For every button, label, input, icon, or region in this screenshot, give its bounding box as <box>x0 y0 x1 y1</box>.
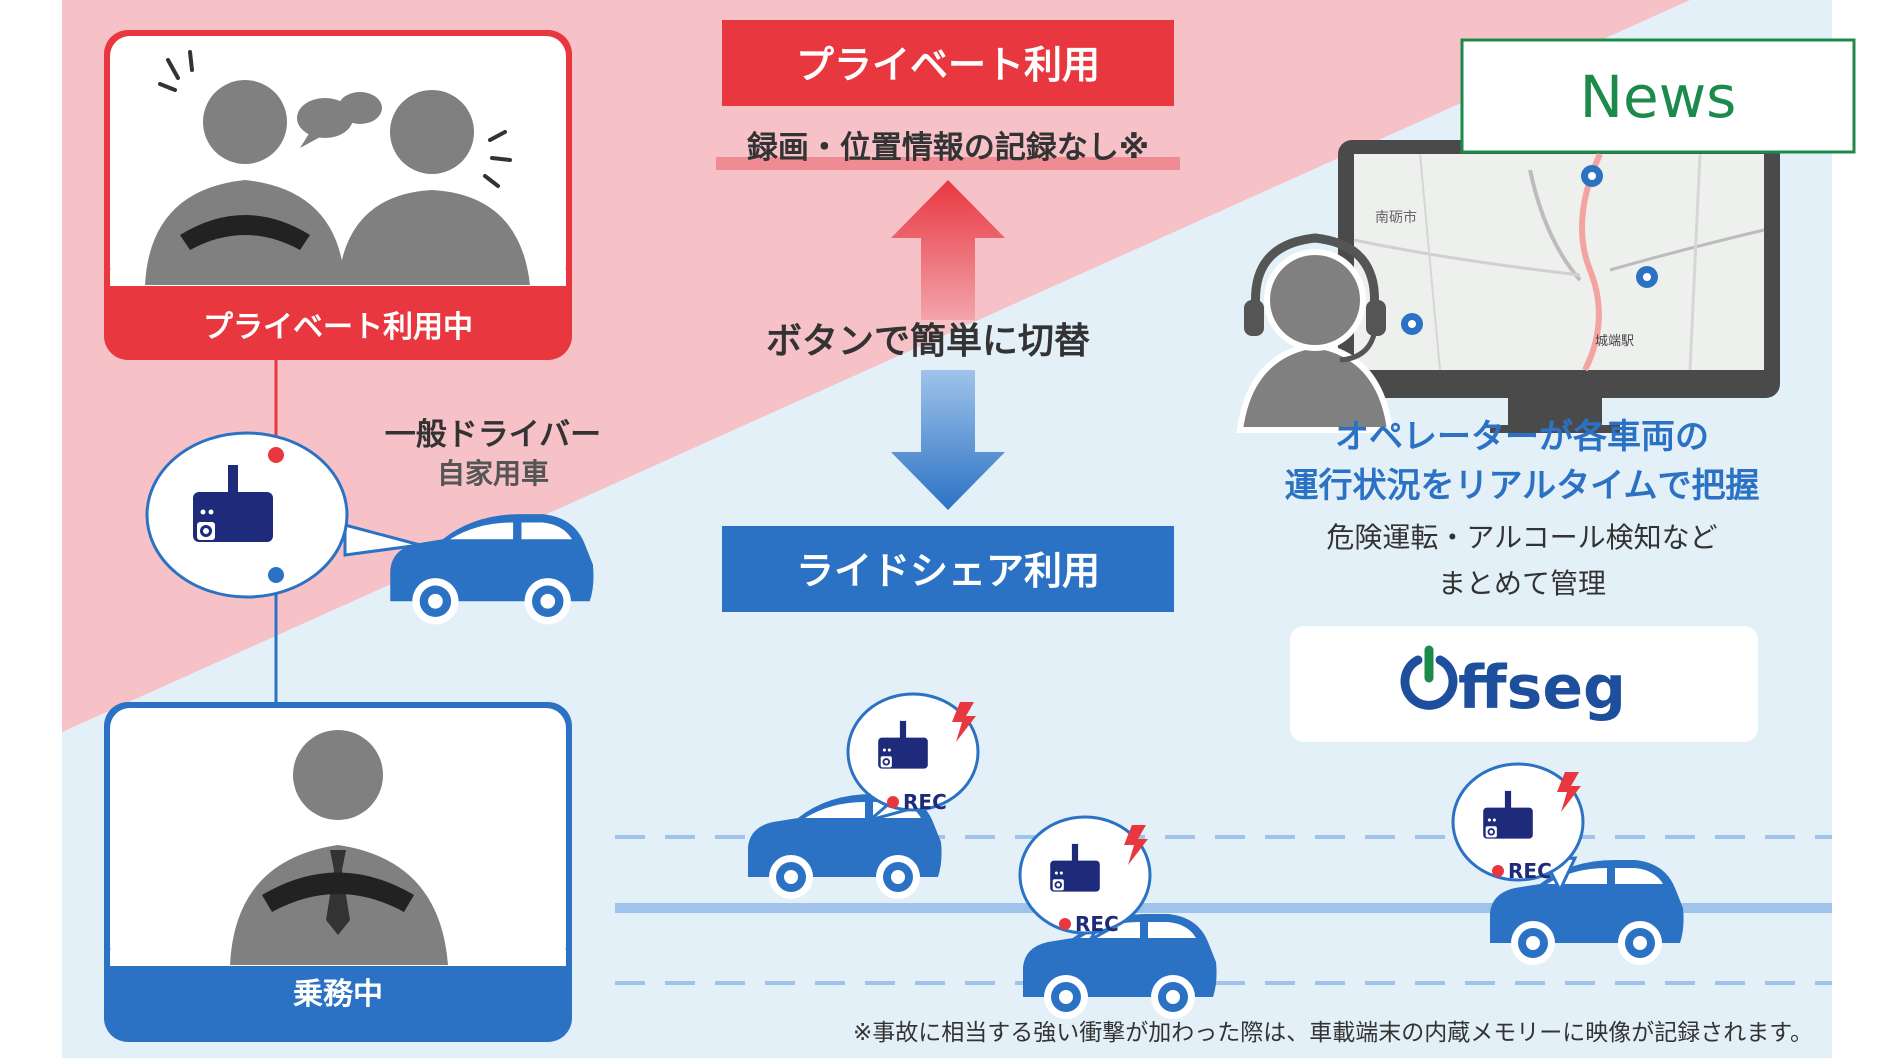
operator-line1: オペレーターが各車両の <box>1335 417 1709 457</box>
private-mode-header: プライベート利用 <box>796 43 1100 87</box>
offseg-logo-card: ffseg <box>1290 626 1758 742</box>
operator-monitor: 南砺市 城端駅 <box>1338 140 1780 433</box>
rec-car-2: REC <box>1018 815 1217 1019</box>
rideshare-mode-header: ライドシェア利用 <box>796 549 1100 593</box>
news-badge[interactable]: News <box>1460 38 1856 154</box>
driver-head-icon <box>203 80 287 164</box>
footnote: ※事故に相当する強い衝撃が加わった際は、車載端末の内蔵メモリーに映像が記録されま… <box>853 1020 1813 1046</box>
map-roads <box>1353 152 1765 372</box>
rec-car-1: REC <box>748 692 980 899</box>
rec-label-2: REC <box>1075 912 1119 936</box>
rec-label-3: REC <box>1508 859 1552 883</box>
power-icon <box>1400 645 1458 710</box>
map-label-johana-station: 城端駅 <box>1595 334 1634 349</box>
news-badge-label: News <box>1580 63 1737 131</box>
private-panel-label: プライベート利用中 <box>203 310 473 345</box>
talking-lines-icon <box>158 50 512 188</box>
driver-subtitle: 自家用車 <box>437 457 549 490</box>
switch-label: ボタンで簡単に切替 <box>766 321 1090 362</box>
rideshare-mode-dot <box>268 567 284 583</box>
passenger-body-icon <box>338 190 530 285</box>
rec-label-1: REC <box>903 790 947 814</box>
conversation-icon <box>297 92 382 148</box>
operator-line2: 運行状況をリアルタイムで把握 <box>1285 466 1760 506</box>
passenger-head-icon <box>390 90 474 174</box>
operator-sub1: 危険運転・アルコール検知など <box>1326 521 1717 554</box>
switch-up-arrow <box>891 180 1005 320</box>
professional-driver-head-icon <box>293 730 383 820</box>
rideshare-panel-label: 乗務中 <box>293 977 383 1012</box>
offseg-logo-text: ffseg <box>1458 653 1626 723</box>
operator-icon <box>1236 233 1394 433</box>
map-label-nanto: 南砺市 <box>1375 209 1417 226</box>
headset-icon <box>1251 233 1379 311</box>
private-note-underline <box>716 157 1180 170</box>
operator-sub2: まとめて管理 <box>1438 567 1606 600</box>
driver-title: 一般ドライバー <box>385 417 601 453</box>
steering-wheel-icon <box>180 215 310 250</box>
rec-car-3: REC <box>1451 762 1684 965</box>
rideshare-person-panel: 乗務中 <box>104 702 572 1042</box>
device-bubble <box>145 431 421 599</box>
private-person-panel: プライベート利用中 <box>104 30 572 360</box>
private-mode-note: 録画・位置情報の記録なし※ <box>747 130 1149 166</box>
private-mode-header-box <box>722 20 1174 106</box>
steering-wheel-icon-2 <box>262 872 414 912</box>
switch-down-arrow <box>891 370 1005 510</box>
private-mode-dot <box>268 447 284 463</box>
map-car-markers <box>1401 165 1658 335</box>
rideshare-mode-header-box <box>722 526 1174 612</box>
